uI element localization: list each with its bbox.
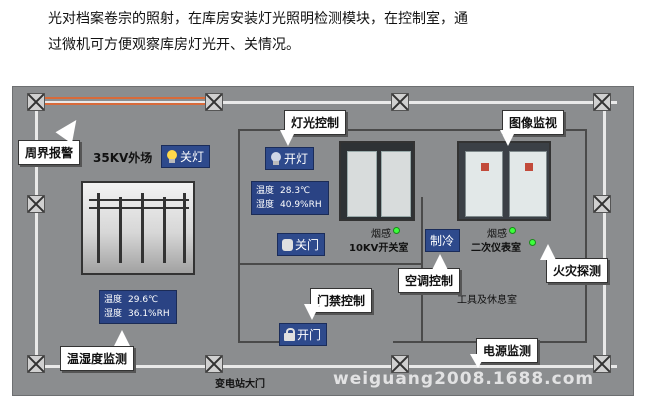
callout-power-monitor: 电源监测 — [476, 338, 539, 363]
tools-room-name: 工具及休息室 — [457, 295, 517, 306]
yard-title: 35KV外场 — [93, 151, 153, 165]
room-temp-humidity-readout: 温度 28.3℃ 湿度 40.9%RH — [251, 181, 329, 215]
hand-icon — [282, 238, 293, 251]
junction-node — [391, 93, 409, 111]
switch-room-camera-view[interactable] — [339, 141, 415, 221]
junction-node — [27, 93, 45, 111]
outer-wall-left — [35, 101, 38, 369]
inner-wall-top — [238, 129, 586, 131]
yard-light-off-label: 关灯 — [180, 150, 205, 164]
humidity-label: 湿度 — [104, 309, 123, 319]
inner-wall-left — [238, 129, 240, 341]
smoke-status-led — [393, 227, 400, 234]
temp-value: 29.6℃ — [128, 295, 159, 305]
smoke-sensor-label: 烟感 — [487, 229, 507, 240]
callout-tail — [432, 254, 448, 270]
light-bulb-icon — [166, 149, 178, 164]
callout-door-control: 门禁控制 — [310, 288, 373, 313]
intro-line-1: 光对档案卷宗的照射，在库房安装灯光照明检测模块，在控制室，通 — [48, 11, 468, 27]
callout-light-control: 灯光控制 — [284, 110, 347, 135]
room-light-on-button[interactable]: 开灯 — [265, 147, 315, 170]
outer-wall-top — [27, 101, 617, 104]
callout-tail — [114, 330, 130, 346]
callout-tail — [304, 304, 320, 320]
callout-tail — [470, 354, 486, 368]
callout-fire-detect: 火灾探测 — [546, 258, 609, 283]
fence-line — [43, 97, 211, 99]
door-open-button[interactable]: 开门 — [279, 323, 328, 346]
light-bulb-icon — [270, 151, 282, 166]
outer-wall-right — [603, 101, 606, 369]
inner-wall-middle — [238, 263, 423, 265]
smoke-sensor-label: 烟感 — [371, 229, 391, 240]
junction-node — [27, 355, 45, 373]
yard-temp-humidity-readout: 温度 29.6℃ 湿度 36.1%RH — [99, 290, 177, 324]
temp-label: 温度 — [256, 186, 275, 196]
yard-light-off-button[interactable]: 关灯 — [161, 145, 211, 168]
yard-camera-view[interactable] — [81, 181, 195, 275]
junction-node — [205, 355, 223, 373]
callout-ac-control: 空调控制 — [398, 268, 461, 293]
gate-name: 变电站大门 — [215, 379, 265, 390]
callout-temp-humidity: 温湿度监测 — [60, 346, 135, 371]
switch-room-name: 10KV开关室 — [349, 243, 409, 254]
junction-node — [205, 93, 223, 111]
door-close-label: 关门 — [295, 238, 320, 252]
instrument-room-name: 二次仪表室 — [471, 243, 521, 254]
fence-line — [43, 103, 211, 105]
door-close-button[interactable]: 关门 — [277, 233, 326, 256]
instrument-room-camera-view[interactable] — [457, 141, 551, 221]
callout-tail — [280, 130, 296, 146]
door-open-label: 开门 — [297, 328, 322, 342]
inner-wall-right — [585, 129, 587, 341]
callout-tail — [500, 130, 516, 146]
humidity-value: 40.9%RH — [280, 200, 322, 210]
fire-status-led — [529, 239, 536, 246]
ac-cool-button[interactable]: 制冷 — [425, 229, 461, 252]
humidity-label: 湿度 — [256, 200, 275, 210]
inner-wall-bottom — [238, 341, 318, 343]
junction-node — [593, 355, 611, 373]
junction-node — [391, 355, 409, 373]
smoke-status-led — [509, 227, 516, 234]
intro-line-2: 过微机可方便观察库房灯光开、关情况。 — [48, 37, 300, 53]
watermark-text: weiguang2008.1688.com — [333, 369, 595, 389]
temp-value: 28.3℃ — [280, 186, 311, 196]
ac-cool-label: 制冷 — [430, 234, 455, 248]
callout-tail — [540, 244, 556, 260]
temp-label: 温度 — [104, 295, 123, 305]
humidity-value: 36.1%RH — [128, 309, 170, 319]
outer-wall-bottom — [27, 365, 617, 368]
junction-node — [27, 195, 45, 213]
room-light-on-label: 开灯 — [284, 152, 309, 166]
junction-node — [593, 93, 611, 111]
junction-node — [593, 195, 611, 213]
callout-perimeter-alarm: 周界报警 — [18, 140, 81, 165]
lock-icon — [284, 328, 295, 341]
